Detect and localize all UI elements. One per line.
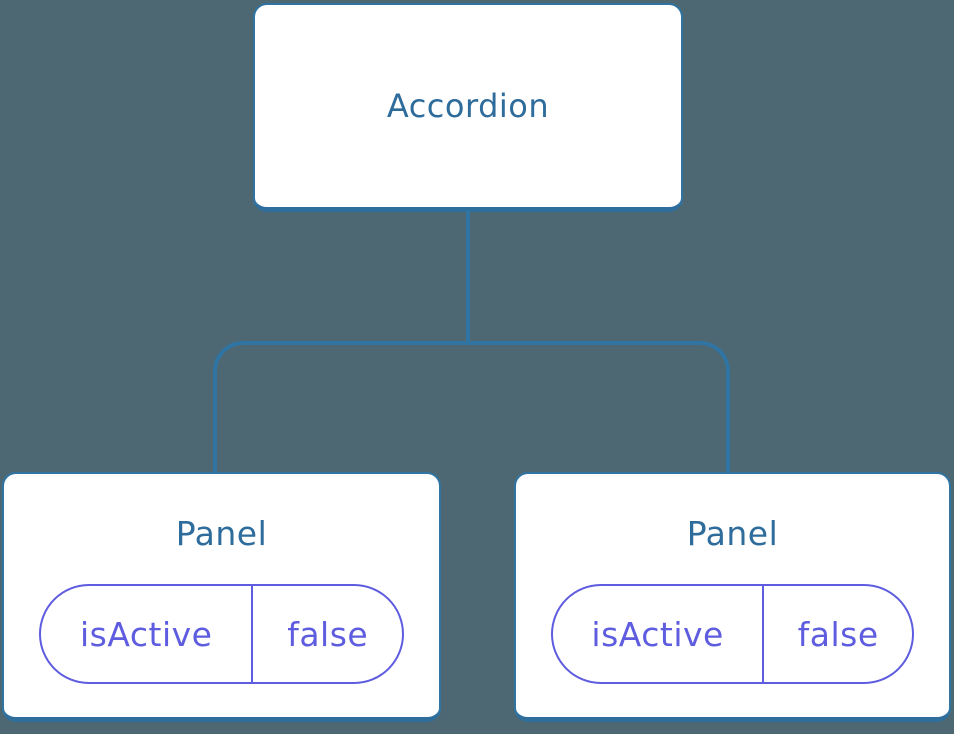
tree-node-panel-left: Panel isActive false <box>2 472 441 722</box>
tree-node-panel-right: Panel isActive false <box>514 472 951 722</box>
panel-node-label: Panel <box>686 514 779 553</box>
state-pill: isActive false <box>551 584 914 684</box>
tree-node-accordion: Accordion <box>253 3 683 212</box>
connector-bracket <box>213 341 730 472</box>
prop-key: isActive <box>591 614 724 654</box>
prop-value: false <box>762 586 912 682</box>
prop-key: isActive <box>80 614 213 654</box>
connector-stem <box>466 210 470 343</box>
panel-node-label: Panel <box>175 514 268 553</box>
prop-value: false <box>251 586 402 682</box>
accordion-node-label: Accordion <box>386 87 550 125</box>
state-pill: isActive false <box>39 584 404 684</box>
